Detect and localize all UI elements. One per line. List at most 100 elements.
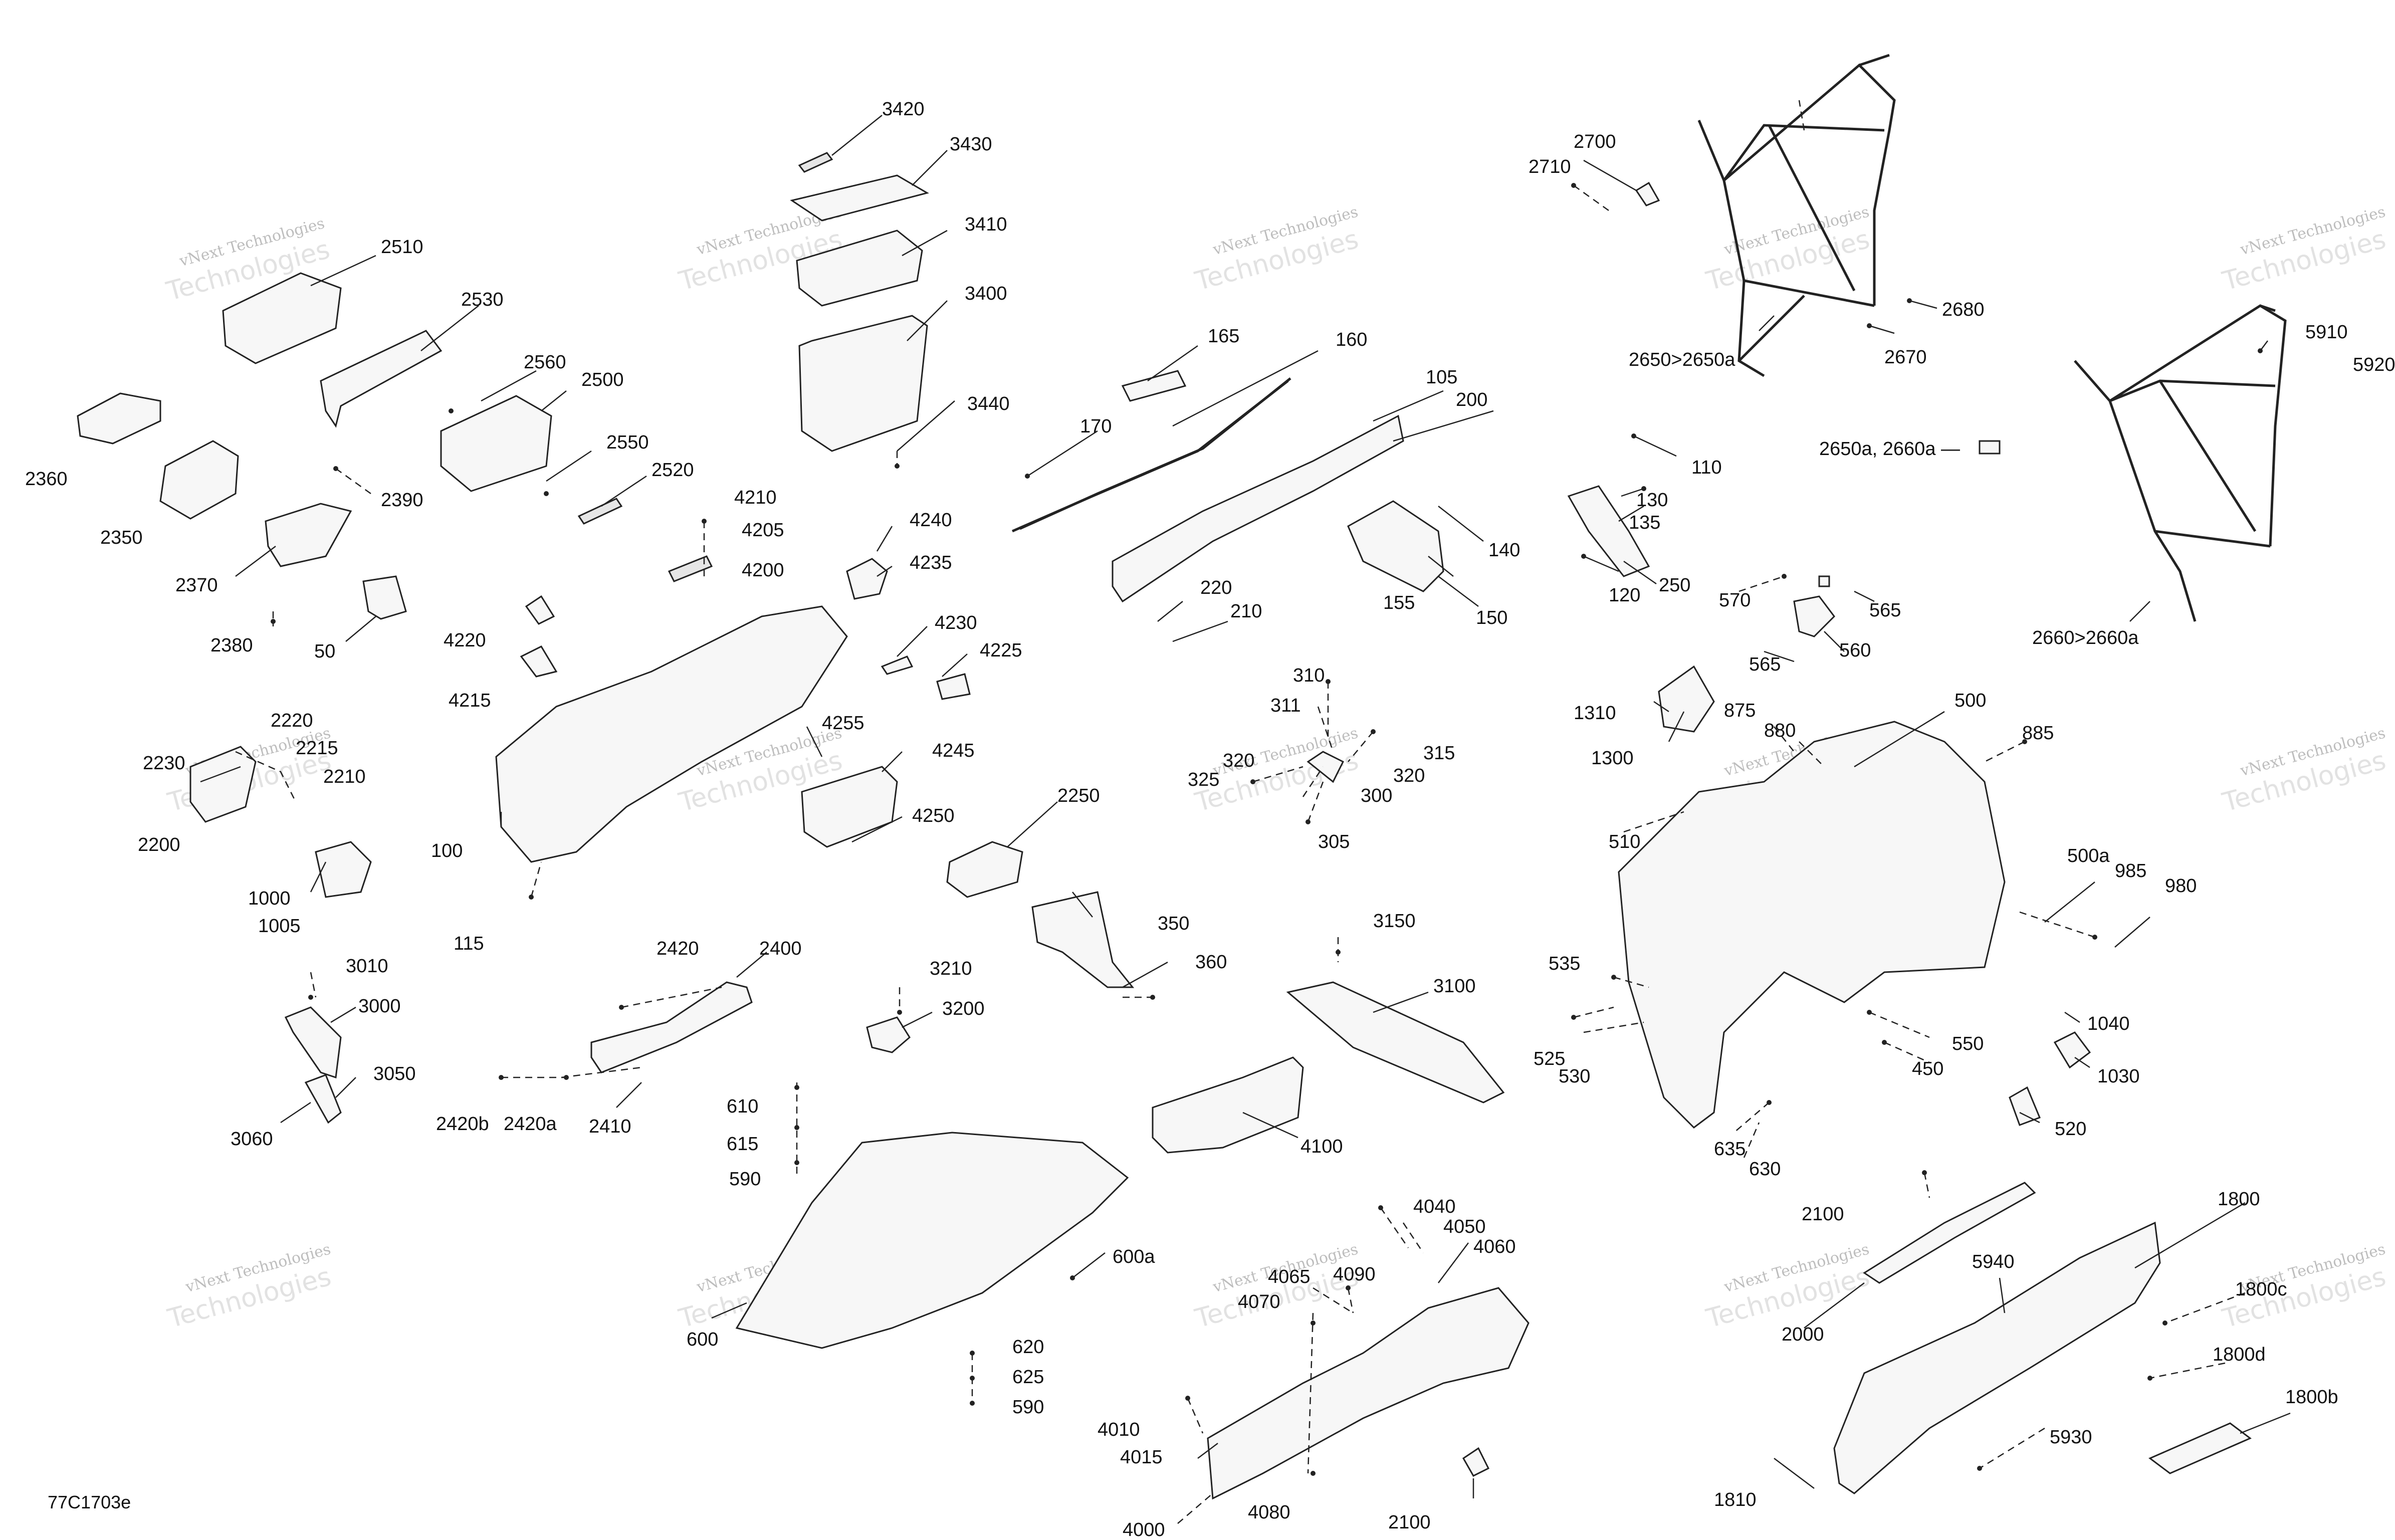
part-2500-tray [440,395,552,492]
part-3060-bracket [304,1074,342,1124]
callout-label: 105 [1426,367,1457,388]
callout-label: 615 [727,1134,758,1155]
part-3200-connector [866,1016,911,1053]
part-4220-clip [525,595,555,625]
callout-label: 2200 [138,834,180,855]
callout-label: 320 [1393,765,1425,786]
callout-label: 2550 [606,432,649,453]
callout-label: 115 [454,933,484,954]
callout-label: 4090 [1333,1264,1376,1285]
callout-label: 3050 [373,1063,416,1084]
part-2400-bar [590,981,753,1073]
part-2250-switchpanel [946,841,1023,898]
callout-label: 2560 [524,352,566,373]
part-170-rod [1019,377,1291,530]
callout-label: 3430 [950,134,992,155]
callout-label: 1800c [2235,1279,2287,1300]
callout-label: 530 [1559,1066,1590,1087]
part-4215-clip [520,645,558,678]
hardware-fasteners [271,183,2263,1476]
part-520-bracket [2009,1086,2041,1126]
callout-label: 150 [1476,607,1507,628]
callout-label: 525 [1534,1048,1565,1069]
part-2650-topbar [1859,54,1890,67]
callout-label: 980 [2165,875,2197,897]
callout-label: 311 [1270,695,1301,716]
part-1030-bracket [2053,1031,2091,1069]
part-2650-cage [1697,63,1896,377]
callout-label: 140 [1488,540,1520,561]
callout-label: 2250 [1057,785,1100,806]
callout-label: 4220 [444,630,486,651]
callout-label: 4070 [1238,1291,1280,1312]
part-2200-vent [189,746,257,823]
callout-label: 1800b [2285,1387,2338,1408]
callout-label: 600a [1113,1246,1155,1267]
part-4230-clip [881,655,914,675]
callout-label: 4245 [932,740,975,761]
callout-label: 3100 [1433,976,1476,997]
part-2350-ring [159,440,239,520]
callout-label: 130 [1636,490,1668,511]
callout-label: 2230 [143,753,185,774]
callout-label: 1040 [2087,1013,2130,1034]
callout-label: 4050 [1443,1216,1486,1237]
callout-label: 5940 [1972,1251,2015,1272]
callout-label: 4225 [980,640,1022,661]
callout-label: 2530 [461,289,504,310]
part-3410-lid [796,230,923,307]
callout-label: 610 [727,1096,758,1117]
part-2700-bracket [1635,181,1660,206]
callout-label: 565 [1749,654,1781,675]
callout-label: 4010 [1098,1419,1140,1440]
callout-label: 1300 [1591,748,1634,769]
callout-label: 2000 [1782,1324,1824,1345]
part-3430-seal [790,174,929,222]
part-2650a-clamp [1979,440,2001,455]
part-4225-clip [936,673,971,700]
callout-label: 2420a [504,1114,557,1135]
part-2000-bar [1863,1182,2036,1284]
part-565-ring [1818,575,1830,587]
callout-label: 4230 [935,612,977,633]
callout-label: 630 [1749,1159,1781,1180]
part-4000-console [1207,1287,1530,1500]
part-560-switch [1793,595,1835,637]
callout-label: 4250 [912,805,955,826]
callout-label: 2500 [581,369,624,390]
callout-label: 3000 [358,996,401,1017]
callout-label: 2650a, 2660a — [1819,438,1960,460]
part-1800b-bracket [2148,1422,2252,1474]
callout-label: 2710 [1529,156,1571,177]
leader-lines [200,100,2291,1524]
callout-label: 2660>2660a [2032,627,2139,648]
callout-label: 320 [1223,750,1254,771]
part-165-pad [1121,370,1187,402]
callout-label: 360 [1195,952,1227,973]
callout-label: 590 [1012,1397,1044,1418]
callout-label: 220 [1200,577,1232,598]
callout-label: 2700 [1574,131,1616,152]
part-500-firewall [1618,721,2006,1129]
callout-label: 2420 [657,938,699,959]
callout-label: 120 [1609,585,1640,606]
callout-label: 4255 [822,713,864,734]
callout-label: 160 [1336,329,1367,350]
callout-label: 2100 [1802,1204,1844,1225]
part-100-dashboard [495,605,848,863]
callout-label: 200 [1456,389,1487,410]
part-1300-housing [1658,665,1715,733]
callout-label: 155 [1383,592,1415,613]
callout-label: 510 [1609,831,1640,852]
part-2360-cover [77,392,161,445]
part-2100-clip-low [1462,1447,1490,1477]
callout-label: 3420 [882,99,925,120]
part-200-crossmember [1112,414,1404,603]
part-2660-topbar [2260,304,2276,312]
part-3100-panel [1286,981,1505,1104]
callout-label: 535 [1549,953,1580,974]
callout-label: 50 [314,641,335,662]
callout-label: 4200 [742,560,784,581]
callout-label: 4100 [1300,1136,1343,1157]
